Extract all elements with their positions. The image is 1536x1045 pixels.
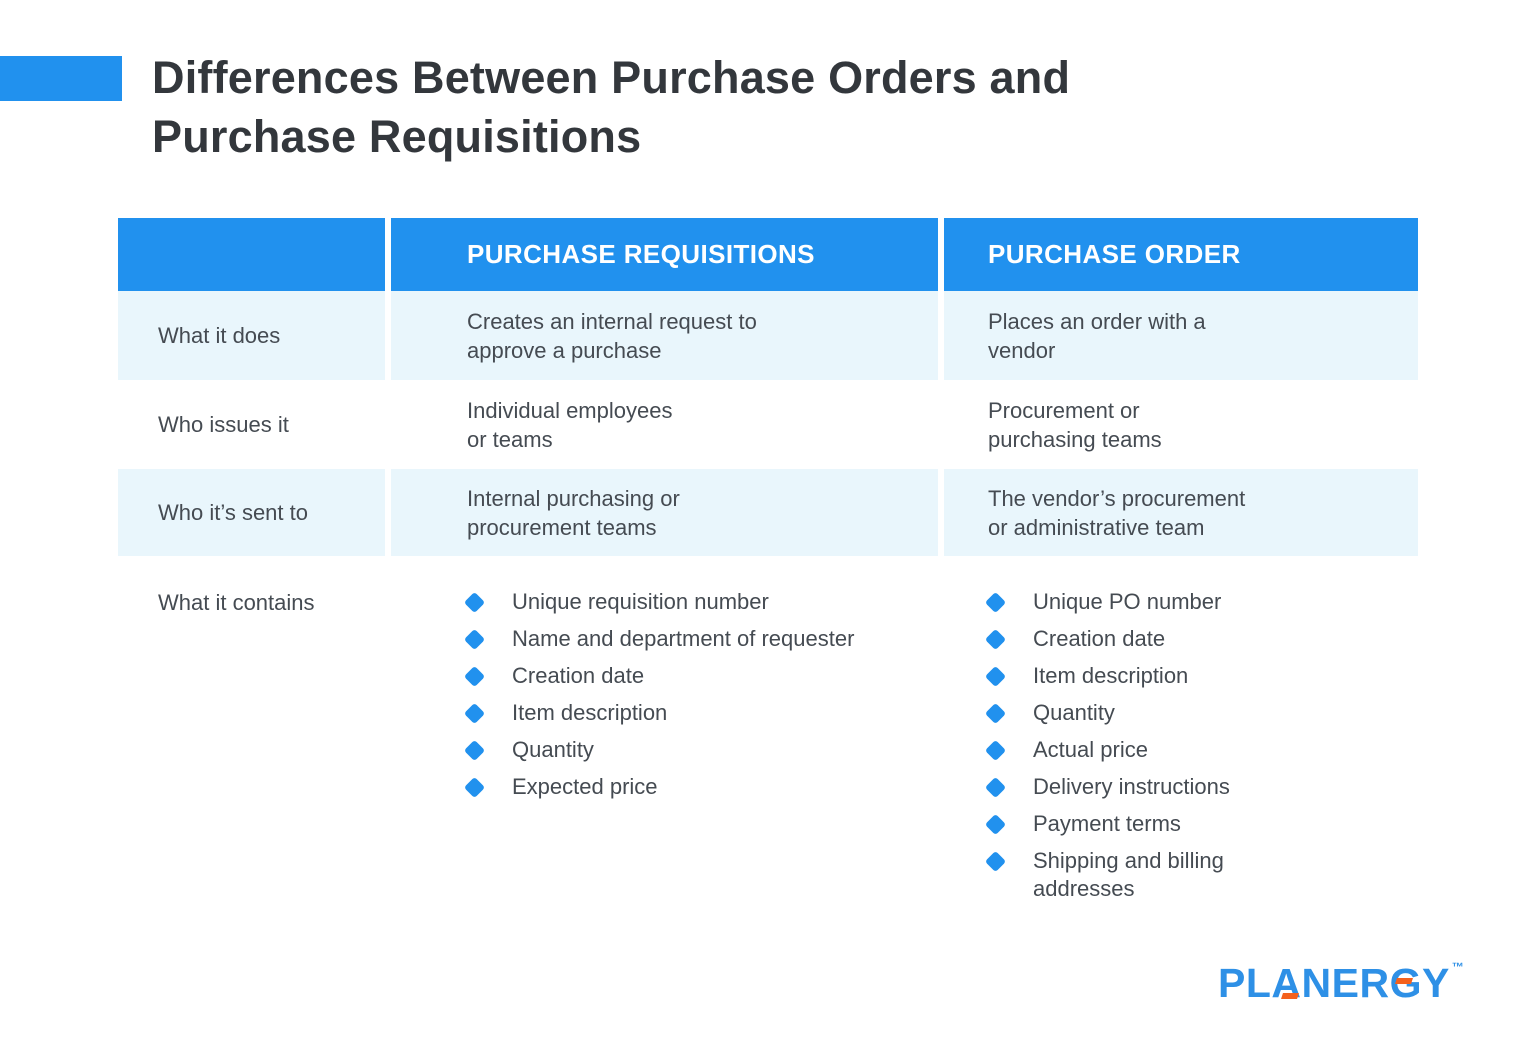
diamond-bullet-icon — [984, 628, 1007, 651]
diamond-bullet-icon — [463, 591, 486, 614]
cell-order-who-its-sent-to: The vendor’s procurement or administrati… — [944, 469, 1418, 556]
list-item-label: Creation date — [1033, 626, 1166, 651]
list-item: Expected price — [463, 773, 938, 801]
row-label-who-its-sent-to: Who it’s sent to — [118, 469, 385, 556]
list-item-label: Unique PO number — [1033, 589, 1222, 614]
column-header-empty — [118, 218, 385, 291]
diamond-bullet-icon — [463, 665, 486, 688]
list-item-label: Expected price — [512, 774, 658, 799]
diamond-bullet-icon — [463, 628, 486, 651]
list-item: Item description — [463, 699, 938, 727]
list-item: Shipping and billing addresses — [984, 847, 1418, 903]
list-item: Unique requisition number — [463, 588, 938, 616]
diamond-bullet-icon — [463, 702, 486, 725]
list-item-label: Item description — [1033, 663, 1189, 688]
logo-trademark: ™ — [1451, 960, 1465, 974]
list-item-label: Unique requisition number — [512, 589, 769, 614]
list-item: Unique PO number — [984, 588, 1418, 616]
column-header-order: PURCHASE ORDER — [944, 218, 1418, 291]
list-item-label: Quantity — [1033, 700, 1115, 725]
diamond-bullet-icon — [984, 813, 1007, 836]
row-label-what-it-contains: What it contains — [158, 590, 315, 615]
row-label-who-issues-it: Who issues it — [158, 412, 289, 437]
list-item: Payment terms — [984, 810, 1418, 838]
diamond-bullet-icon — [984, 776, 1007, 799]
cell-order-who-issues-it: Procurement or purchasing teams — [988, 397, 1162, 452]
order-bullet-list: Unique PO number Creation date Item desc… — [984, 556, 1418, 942]
page-title: Differences Between Purchase Orders and … — [152, 52, 1071, 162]
list-item: Creation date — [984, 625, 1418, 653]
logo-accent-g-icon — [1395, 978, 1413, 984]
cell-requisitions-who-its-sent-to: Internal purchasing or procurement teams — [391, 469, 938, 556]
cell-requisitions-what-it-does: Creates an internal request to approve a… — [391, 291, 938, 380]
diamond-bullet-icon — [463, 739, 486, 762]
list-item: Actual price — [984, 736, 1418, 764]
list-item-label: Delivery instructions — [1033, 774, 1230, 799]
list-item-label: Shipping and billing addresses — [1033, 848, 1224, 901]
list-item-label: Quantity — [512, 737, 594, 762]
list-item: Quantity — [984, 699, 1418, 727]
list-item: Name and department of requester — [463, 625, 938, 653]
list-item-label: Actual price — [1033, 737, 1148, 762]
diamond-bullet-icon — [984, 591, 1007, 614]
list-item-label: Creation date — [512, 663, 645, 688]
list-item-label: Name and department of requester — [512, 626, 855, 651]
diamond-bullet-icon — [984, 850, 1007, 873]
diamond-bullet-icon — [463, 776, 486, 799]
logo-accent-a-icon — [1281, 993, 1299, 999]
title-accent-bar — [0, 56, 122, 101]
diamond-bullet-icon — [984, 739, 1007, 762]
cell-requisitions-who-issues-it: Individual employees or teams — [467, 397, 673, 452]
column-header-requisitions: PURCHASE REQUISITIONS — [391, 218, 938, 291]
diamond-bullet-icon — [984, 665, 1007, 688]
list-item: Item description — [984, 662, 1418, 690]
cell-order-contains: Unique PO number Creation date Item desc… — [944, 556, 1418, 942]
list-item-label: Item description — [512, 700, 668, 725]
comparison-table: PURCHASE REQUISITIONS PURCHASE ORDER Wha… — [118, 218, 1418, 942]
list-item: Delivery instructions — [984, 773, 1418, 801]
list-item: Quantity — [463, 736, 938, 764]
list-item: Creation date — [463, 662, 938, 690]
row-label-what-it-does: What it does — [118, 291, 385, 380]
requisitions-bullet-list: Unique requisition number Name and depar… — [463, 556, 938, 840]
cell-requisitions-contains: Unique requisition number Name and depar… — [391, 556, 938, 942]
diamond-bullet-icon — [984, 702, 1007, 725]
cell-order-what-it-does: Places an order with a vendor — [944, 291, 1418, 380]
list-item-label: Payment terms — [1033, 811, 1181, 836]
